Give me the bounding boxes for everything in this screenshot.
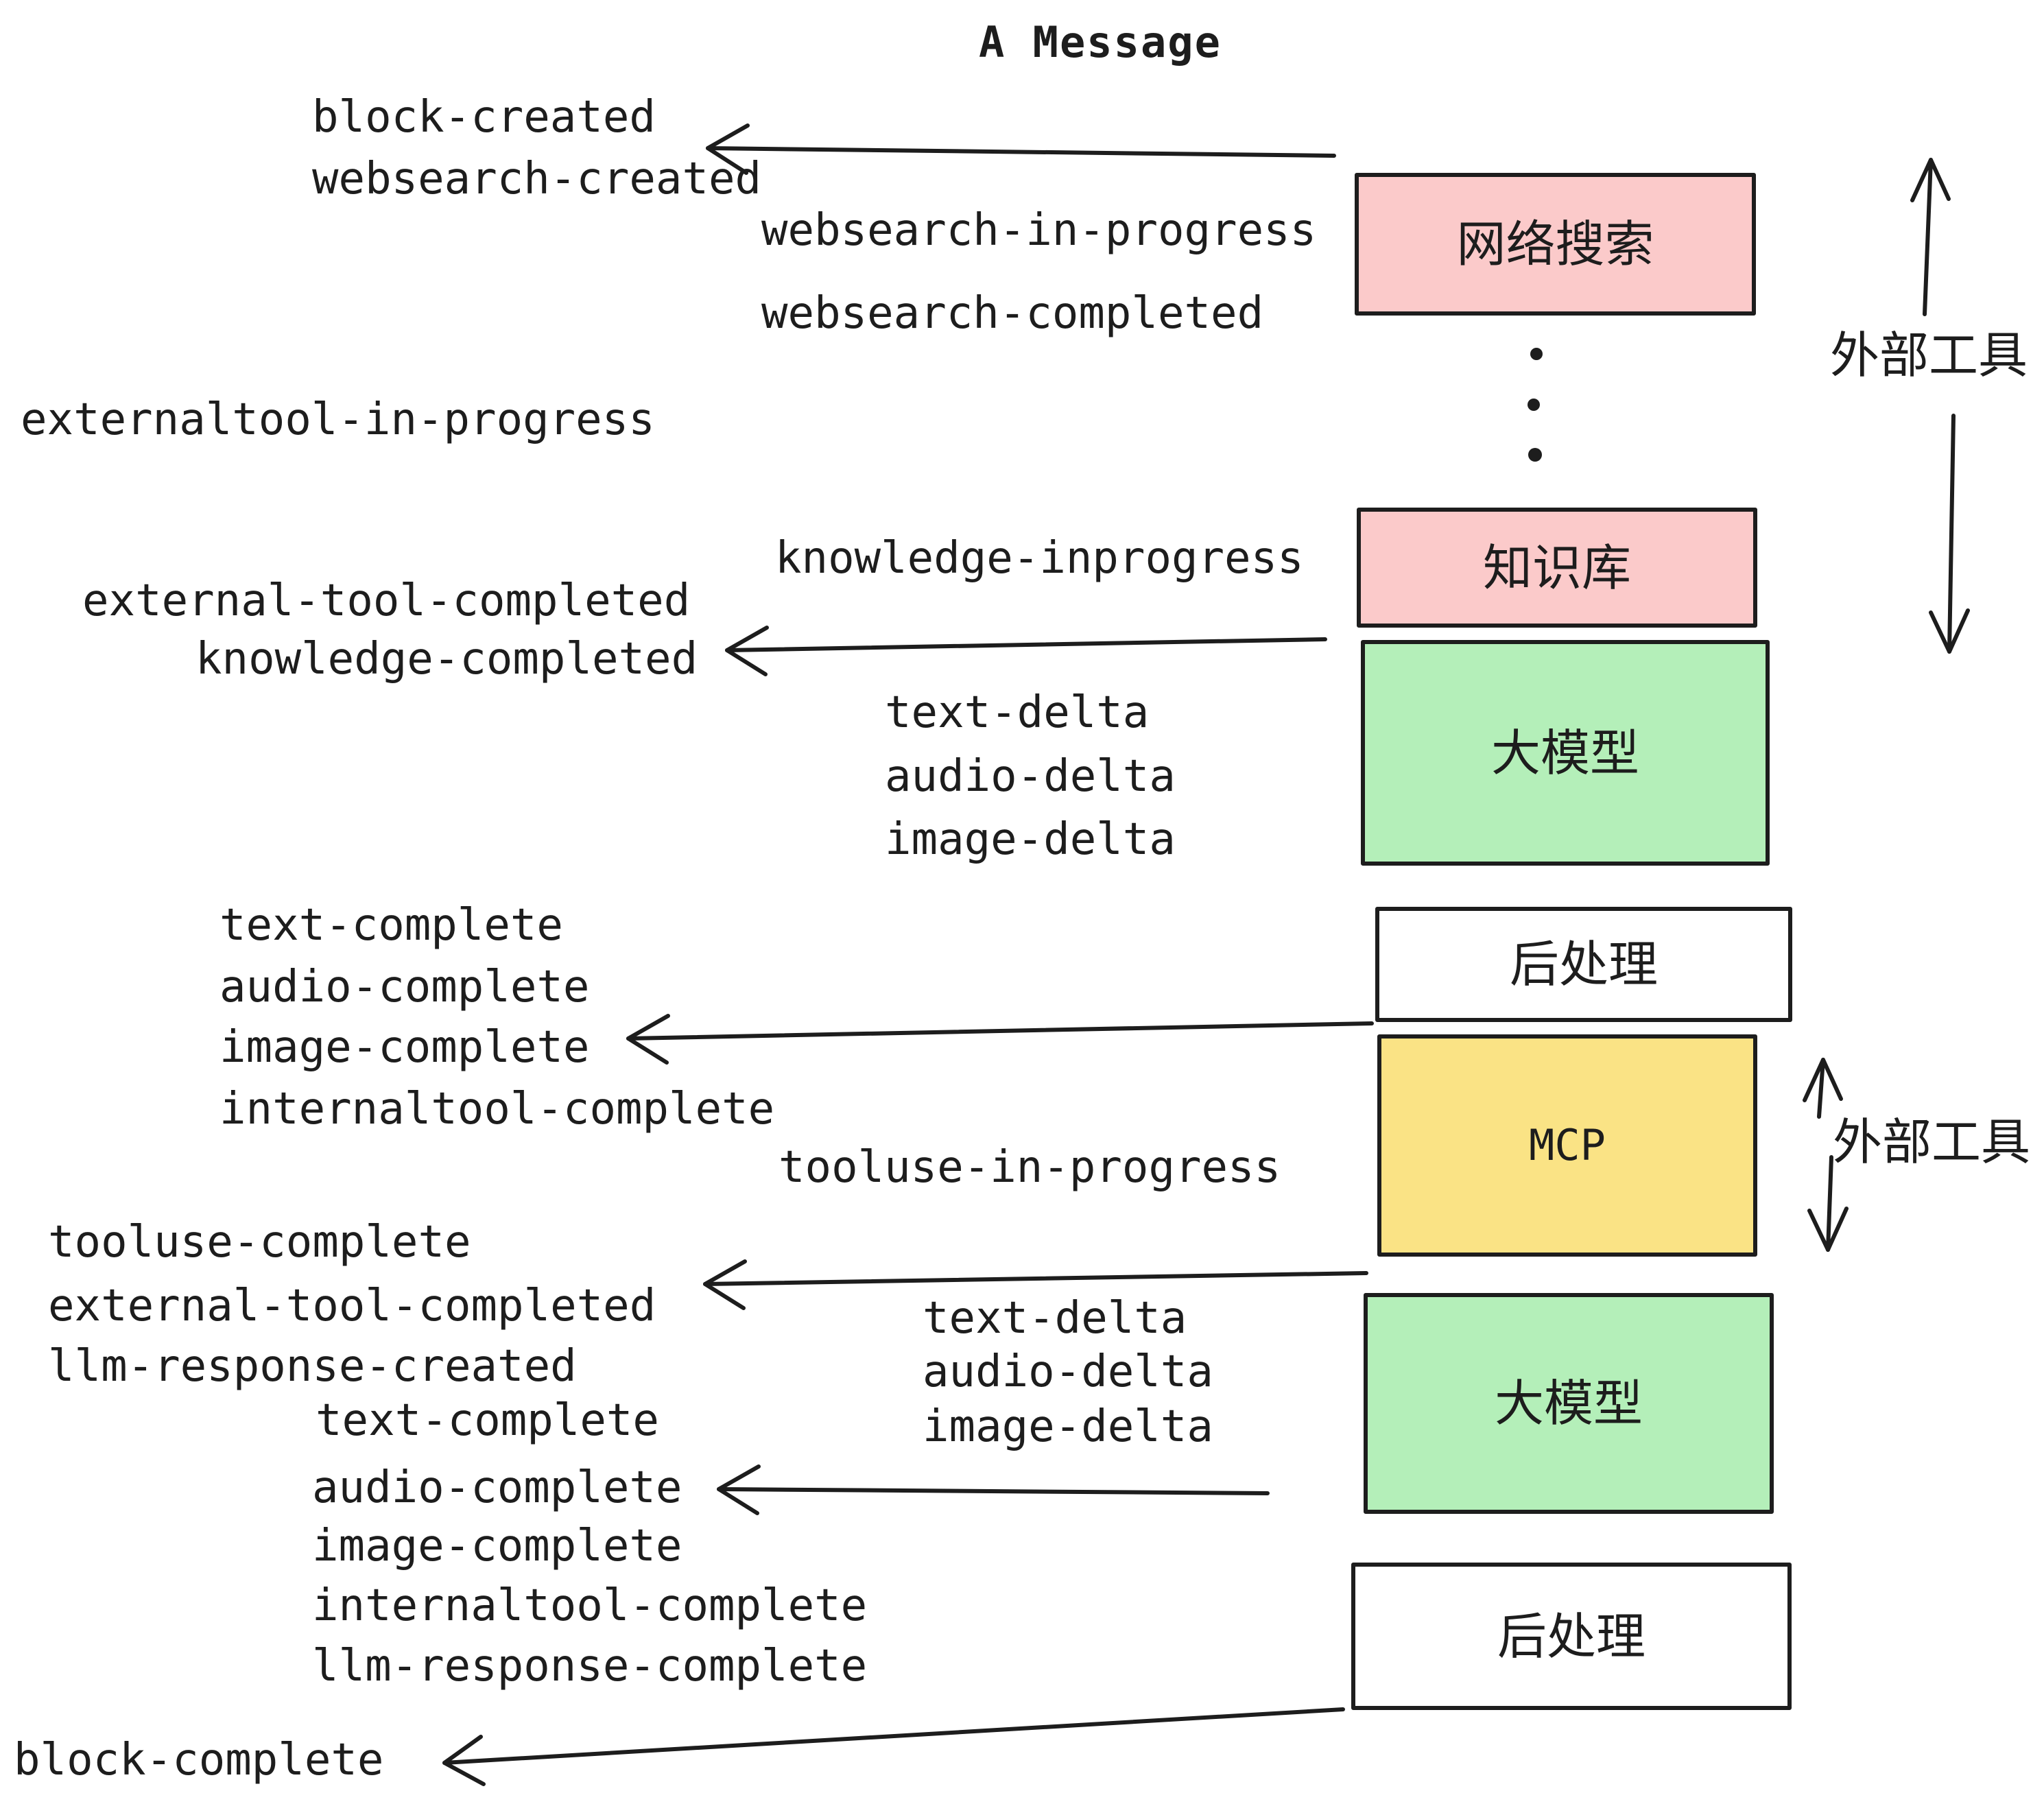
- event-label-block-created: block-created: [312, 92, 656, 143]
- event-label-text-delta-1: text-delta: [885, 687, 1150, 738]
- postprocess-box-bottom-label: 后处理: [1497, 1607, 1645, 1665]
- event-label-image-delta-2: image-delta: [923, 1401, 1213, 1452]
- mcp-box: MCP: [1377, 1034, 1757, 1257]
- event-label-externaltool-in-progress: externaltool-in-progress: [21, 394, 655, 445]
- event-label-text-complete-1: text-complete: [219, 900, 563, 951]
- external-tools-up-arrow: [1910, 158, 1951, 316]
- event-label-llm-response-complete: llm-response-complete: [312, 1641, 868, 1692]
- diagram-title: A Message: [979, 17, 1222, 67]
- event-label-internaltool-complete-1: internaltool-complete: [219, 1084, 775, 1135]
- event-label-image-complete-2: image-complete: [312, 1521, 682, 1571]
- event-label-internaltool-complete-2: internaltool-complete: [312, 1580, 868, 1631]
- event-label-tooluse-in-progress: tooluse-in-progress: [779, 1142, 1281, 1193]
- block-complete-arrow: [442, 1707, 1345, 1786]
- event-label-websearch-in-progress: websearch-in-progress: [761, 205, 1317, 256]
- event-label-image-delta-1: image-delta: [885, 814, 1176, 865]
- event-label-image-complete-1: image-complete: [219, 1022, 590, 1073]
- event-label-block-complete: block-complete: [14, 1735, 384, 1785]
- llm-box-bottom-label: 大模型: [1494, 1375, 1643, 1432]
- event-label-audio-complete-2: audio-complete: [312, 1462, 682, 1513]
- websearch-box: 网络搜索: [1355, 173, 1756, 316]
- mcp-box-label: MCP: [1529, 1120, 1606, 1170]
- event-label-text-complete-2: text-complete: [316, 1395, 659, 1446]
- websearch-created-arrow: [706, 123, 1336, 175]
- event-label-knowledge-inprogress: knowledge-inprogress: [775, 533, 1304, 584]
- event-label-tooluse-complete: tooluse-complete: [48, 1217, 471, 1268]
- event-label-audio-delta-2: audio-delta: [923, 1346, 1213, 1397]
- external-tools-label-top: 外部工具: [1830, 327, 2028, 384]
- llm-complete-arrow: [717, 1464, 1270, 1515]
- event-label-external-tool-completed-1: external-tool-completed: [82, 575, 691, 626]
- llm-box-top-label: 大模型: [1490, 724, 1639, 782]
- knowledge-completed-arrow: [725, 626, 1327, 676]
- event-label-websearch-completed: websearch-completed: [761, 288, 1264, 339]
- ellipsis-dots: [1528, 348, 1543, 462]
- llm-box-top: 大模型: [1361, 640, 1770, 866]
- knowledge-box: 知识库: [1357, 508, 1757, 628]
- mcp-external-down-arrow: [1807, 1155, 1849, 1252]
- external-tools-down-arrow: [1929, 414, 1970, 654]
- postprocess-box-top-label: 后处理: [1509, 936, 1658, 993]
- event-label-audio-complete-1: audio-complete: [219, 962, 590, 1012]
- llm-box-bottom: 大模型: [1364, 1293, 1774, 1514]
- event-label-external-tool-completed-2: external-tool-completed: [48, 1281, 656, 1331]
- event-label-text-delta-2: text-delta: [923, 1293, 1187, 1344]
- mcp-external-up-arrow: [1803, 1058, 1843, 1119]
- event-label-knowledge-completed: knowledge-completed: [195, 634, 698, 685]
- knowledge-box-label: 知识库: [1482, 538, 1631, 597]
- event-label-websearch-created: websearch-created: [312, 154, 762, 204]
- websearch-box-label: 网络搜索: [1456, 215, 1654, 273]
- event-label-llm-response-created: llm-response-created: [48, 1341, 577, 1392]
- postprocess-box-top: 后处理: [1375, 907, 1792, 1022]
- postprocess-box-bottom: 后处理: [1351, 1563, 1792, 1710]
- event-label-audio-delta-1: audio-delta: [885, 751, 1176, 802]
- internal-complete-arrow: [626, 1014, 1374, 1065]
- external-tools-label-mcp: 外部工具: [1833, 1113, 2031, 1171]
